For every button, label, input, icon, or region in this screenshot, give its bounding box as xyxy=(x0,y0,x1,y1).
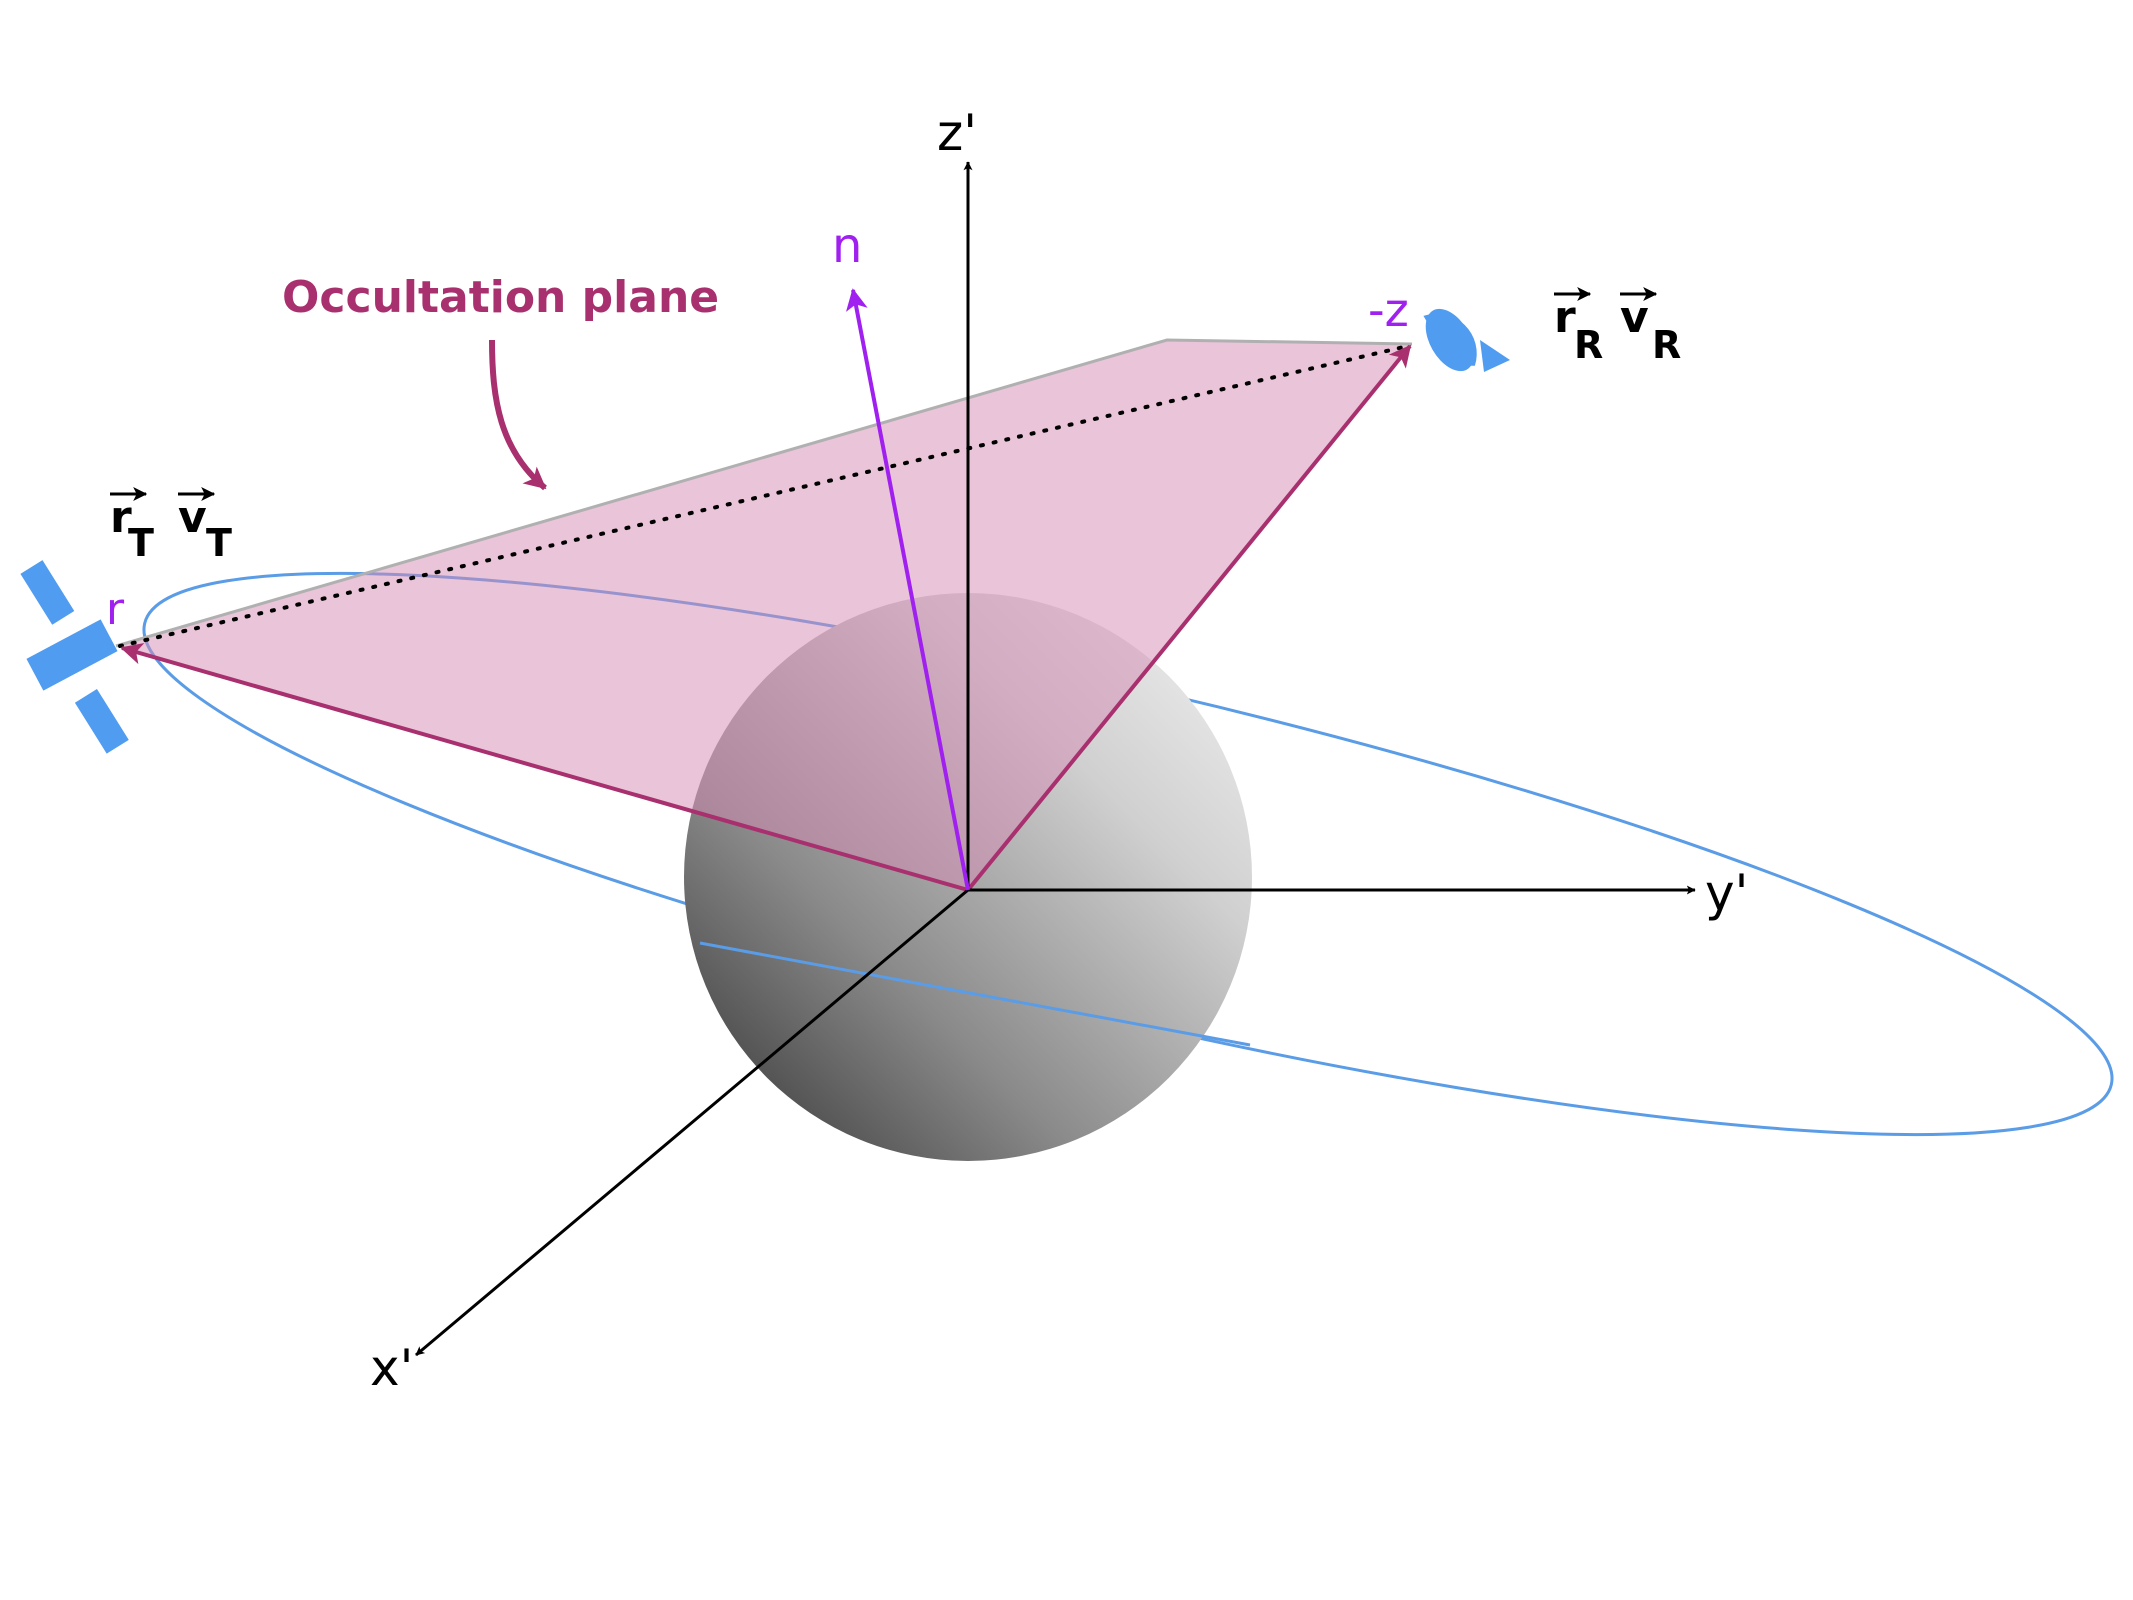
r-r-base: r xyxy=(1554,292,1576,343)
v-r-base: v xyxy=(1620,292,1649,343)
r-t-base: r xyxy=(110,492,132,543)
r-r-sub: R xyxy=(1574,323,1603,367)
label-v-r: v R xyxy=(1620,287,1681,367)
label-r-t: r T xyxy=(110,487,154,565)
vector-to-transmitter xyxy=(120,642,969,892)
label-r-r: r R xyxy=(1554,287,1603,367)
vector-to-receiver xyxy=(966,344,1412,892)
v-t-sub: T xyxy=(206,521,232,565)
x-axis-label: x' xyxy=(370,1339,413,1397)
z-axis-label: z' xyxy=(937,104,977,162)
y-axis-label: y' xyxy=(1705,864,1748,922)
r-t-sub: T xyxy=(128,521,154,565)
plane-label-pointer xyxy=(489,339,547,491)
occultation-plane xyxy=(116,340,1412,890)
antenna-dish-icon xyxy=(1423,308,1510,372)
v-t-base: v xyxy=(178,492,207,543)
normal-label: n xyxy=(832,218,862,274)
occultation-plane-edge xyxy=(115,338,1413,648)
minus-z-label: -z xyxy=(1368,283,1409,337)
normal-vector xyxy=(845,288,970,891)
line-of-sight xyxy=(118,344,1410,648)
v-r-sub: R xyxy=(1652,323,1681,367)
label-v-t: v T xyxy=(178,487,232,565)
r-point-label: r xyxy=(106,584,125,635)
satellite-icon xyxy=(20,560,129,754)
occultation-plane-label: Occultation plane xyxy=(282,272,719,323)
orbit-ellipse-front xyxy=(699,941,1251,1047)
x-axis xyxy=(415,888,969,1357)
